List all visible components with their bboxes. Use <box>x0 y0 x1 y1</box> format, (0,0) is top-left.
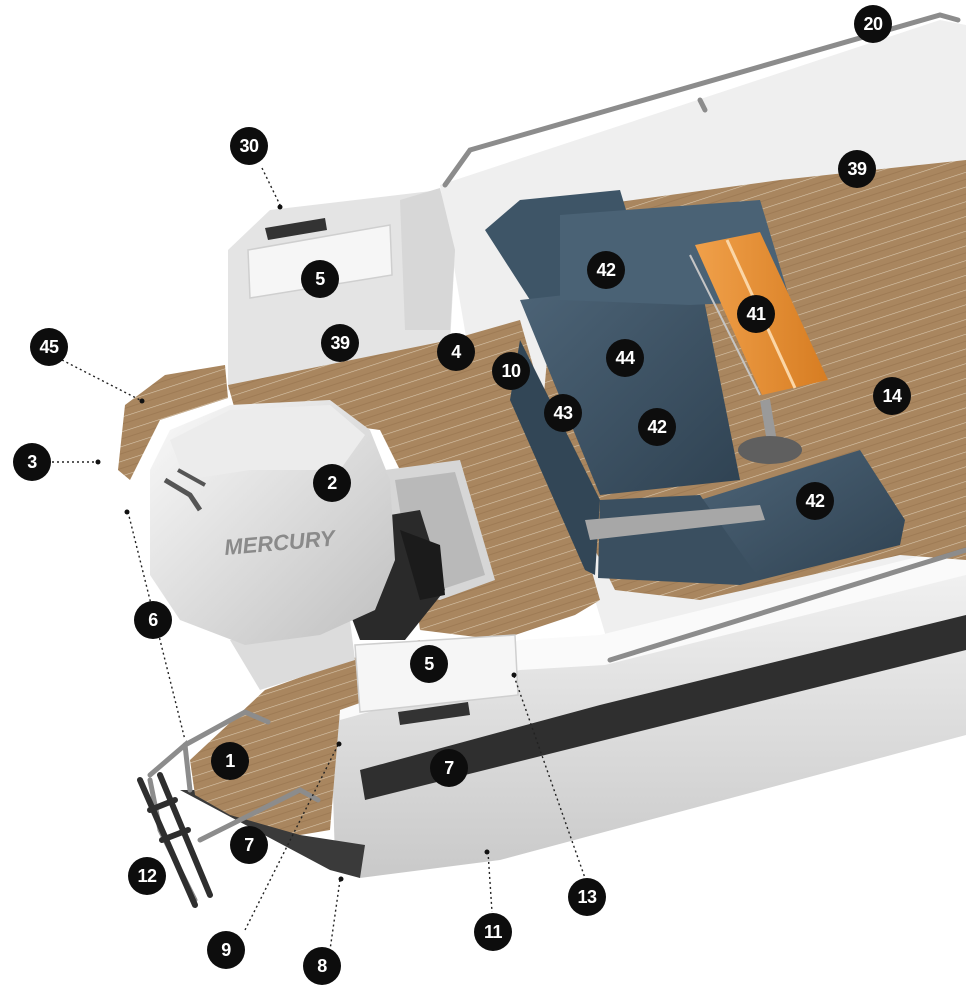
callout-12[interactable]: 12 <box>128 857 166 895</box>
callout-20[interactable]: 20 <box>854 5 892 43</box>
callout-10[interactable]: 10 <box>492 352 530 390</box>
callout-30[interactable]: 30 <box>230 127 268 165</box>
callout-39-aft[interactable]: 39 <box>321 324 359 362</box>
callout-4[interactable]: 4 <box>437 333 475 371</box>
callout-44[interactable]: 44 <box>606 339 644 377</box>
callout-8[interactable]: 8 <box>303 947 341 985</box>
callout-42-middle[interactable]: 42 <box>638 408 676 446</box>
callout-1[interactable]: 1 <box>211 742 249 780</box>
callout-3[interactable]: 3 <box>13 443 51 481</box>
callout-7-stern[interactable]: 7 <box>230 826 268 864</box>
callout-14[interactable]: 14 <box>873 377 911 415</box>
callout-13[interactable]: 13 <box>568 878 606 916</box>
callout-6[interactable]: 6 <box>134 601 172 639</box>
callout-43[interactable]: 43 <box>544 394 582 432</box>
callout-45[interactable]: 45 <box>30 328 68 366</box>
callout-41[interactable]: 41 <box>737 295 775 333</box>
callout-39-forward[interactable]: 39 <box>838 150 876 188</box>
callout-7-side[interactable]: 7 <box>430 749 468 787</box>
callout-5-lower[interactable]: 5 <box>410 645 448 683</box>
callout-9[interactable]: 9 <box>207 931 245 969</box>
callout-42-lower[interactable]: 42 <box>796 482 834 520</box>
callout-2[interactable]: 2 <box>313 464 351 502</box>
callout-5-upper[interactable]: 5 <box>301 260 339 298</box>
callout-11[interactable]: 11 <box>474 913 512 951</box>
callout-42-top[interactable]: 42 <box>587 251 625 289</box>
